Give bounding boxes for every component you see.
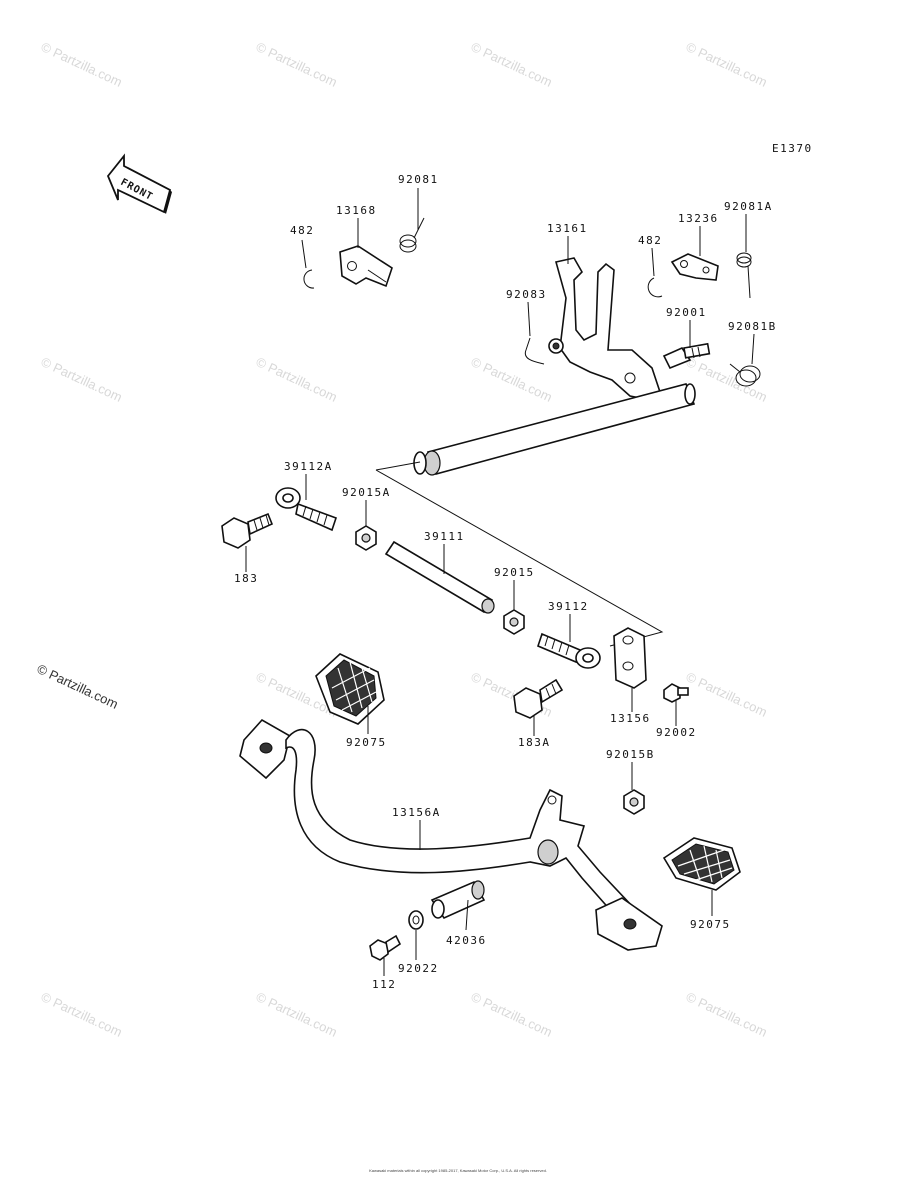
pedal-pad-92075-upper xyxy=(315,653,385,725)
part-label[interactable]: 39111 xyxy=(424,530,465,543)
watermark: © Partzilla.com xyxy=(684,669,770,720)
bolt-92002 xyxy=(663,683,689,703)
part-label[interactable]: 92075 xyxy=(690,918,731,931)
partzilla-watermark: © Partzilla.com xyxy=(35,661,121,712)
part-label[interactable]: 92015A xyxy=(342,486,391,499)
watermark: © Partzilla.com xyxy=(469,354,555,405)
part-label[interactable]: 13156A xyxy=(392,806,441,819)
part-label[interactable]: 13161 xyxy=(547,222,588,235)
part-label[interactable]: 482 xyxy=(290,224,314,237)
watermark: © Partzilla.com xyxy=(39,354,125,405)
part-label[interactable]: 39112 xyxy=(548,600,589,613)
watermark: © Partzilla.com xyxy=(39,989,125,1040)
part-label[interactable]: 92081A xyxy=(724,200,773,213)
spring-92081 xyxy=(399,217,425,253)
shift-arm-13161 xyxy=(548,257,661,401)
pedal-pad-92075-lower xyxy=(662,837,741,891)
bolt-183A xyxy=(513,678,564,719)
watermark: © Partzilla.com xyxy=(254,39,340,90)
part-label[interactable]: 92022 xyxy=(398,962,439,975)
part-label[interactable]: 183A xyxy=(518,736,551,749)
spring-92083 xyxy=(524,337,545,365)
bolt-112 xyxy=(369,934,402,961)
part-label[interactable]: 92001 xyxy=(666,306,707,319)
part-label[interactable]: 482 xyxy=(638,234,662,247)
part-label[interactable]: 92075 xyxy=(346,736,387,749)
part-label[interactable]: 92015 xyxy=(494,566,535,579)
part-label[interactable]: 13156 xyxy=(610,712,651,725)
part-label[interactable]: 13236 xyxy=(678,212,719,225)
watermark: © Partzilla.com xyxy=(254,989,340,1040)
rod-39111 xyxy=(384,540,495,614)
bushing-42036 xyxy=(430,880,486,920)
part-label[interactable]: 112 xyxy=(372,978,396,991)
copyright-text: Kawasaki materials within all copyright … xyxy=(369,1168,547,1173)
bracket-13156 xyxy=(613,627,647,689)
watermark: © Partzilla.com xyxy=(469,39,555,90)
tie-rod-39112 xyxy=(537,632,601,669)
shift-shaft xyxy=(413,383,696,476)
part-label[interactable]: 92002 xyxy=(656,726,697,739)
diagram-code: E1370 xyxy=(772,142,813,155)
watermark: © Partzilla.com xyxy=(254,354,340,405)
nut-92015B xyxy=(623,789,645,815)
nut-92015 xyxy=(503,609,525,635)
clip-482-right xyxy=(647,277,663,298)
nut-92015A xyxy=(355,525,377,551)
part-label[interactable]: 92081B xyxy=(728,320,777,333)
front-arrow-icon: FRONT xyxy=(106,153,172,214)
brake-pedal-13156A xyxy=(239,718,663,951)
spring-92081A xyxy=(736,252,752,299)
bolt-92001 xyxy=(662,342,711,370)
part-label[interactable]: 92083 xyxy=(506,288,547,301)
watermark: © Partzilla.com xyxy=(684,989,770,1040)
part-labels: 482 13168 92081 13161 482 13236 92081A 9… xyxy=(234,173,777,991)
part-label[interactable]: 92015B xyxy=(606,748,655,761)
spring-92081B xyxy=(729,363,761,387)
tie-rod-39112A xyxy=(275,487,338,532)
part-label[interactable]: 183 xyxy=(234,572,258,585)
watermark: © Partzilla.com xyxy=(469,989,555,1040)
part-label[interactable]: 13168 xyxy=(336,204,377,217)
part-label[interactable]: 92081 xyxy=(398,173,439,186)
watermark: © Partzilla.com xyxy=(39,39,125,90)
plate-13168 xyxy=(339,245,393,288)
bolt-183 xyxy=(221,512,274,549)
washer-92022 xyxy=(408,910,424,930)
part-label[interactable]: 42036 xyxy=(446,934,487,947)
clip-482-left xyxy=(303,269,315,289)
plate-13236 xyxy=(670,253,719,281)
watermark: © Partzilla.com xyxy=(684,39,770,90)
part-label[interactable]: 39112A xyxy=(284,460,333,473)
